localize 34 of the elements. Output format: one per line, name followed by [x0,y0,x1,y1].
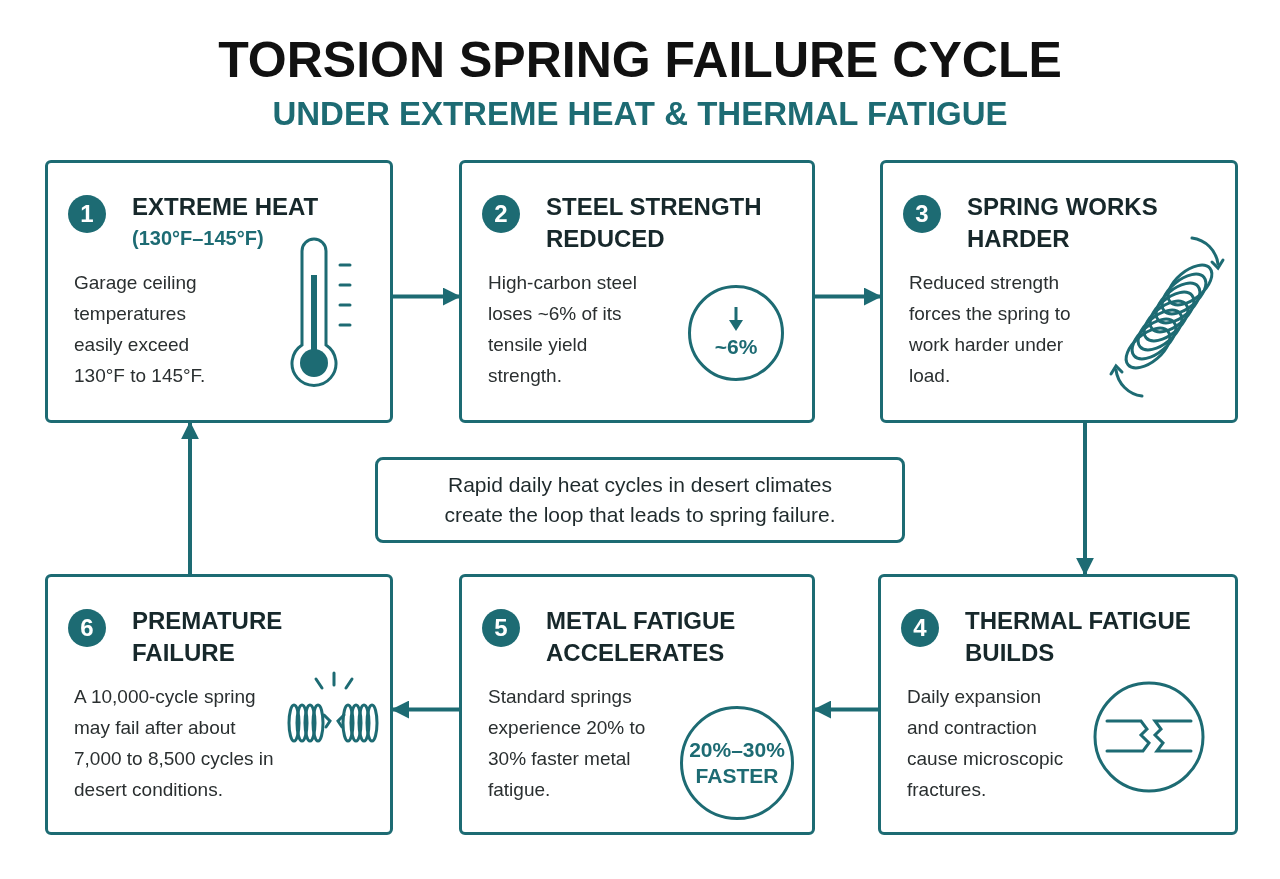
arrow [815,287,882,306]
step-card [878,574,1238,835]
step-number-badge: 4 [901,609,939,647]
arrow [391,700,459,719]
step-description: Reduced strength forces the spring to work harder under load. [909,271,1072,388]
subtitle: UNDER EXTREME HEAT & THERMAL FATIGUE [271,94,1009,134]
step-description: High-carbon steel loses ~6% of its tensile yield strength. [488,271,638,388]
arrow [813,700,878,719]
step-number-badge: 3 [903,195,941,233]
step-description: Daily expansion and contraction cause microscopic fractures. [907,685,1065,802]
step-heading: SPRING WORKS HARDER [967,192,1159,254]
step-heading: THERMAL FATIGUE BUILDS [965,606,1192,668]
arrow [393,287,461,306]
step-description: A 10,000-cycle spring may fail after about 7,000 to 8,500 cycles in desert conditions. [74,685,274,802]
arrow [181,421,199,574]
step-number-badge: 2 [482,195,520,233]
step-card [45,574,393,835]
step-card [45,160,393,423]
step-card [880,160,1238,423]
note-box: Rapid daily heat cycles in desert climates create the loop that leads to spring failure. [375,457,905,543]
step-card [459,574,815,835]
step-number-badge: 6 [68,609,106,647]
step-heading: PREMATURE FAILURE [132,606,284,668]
step-heading: METAL FATIGUE ACCELERATES [546,606,737,668]
arrow [1076,423,1094,576]
title: TORSION SPRING FAILURE CYCLE [217,31,1063,90]
step-heading: EXTREME HEAT [132,192,320,222]
step-description: Standard springs experience 20% to 30% faster metal fatigue. [488,685,647,802]
step-number-badge: 1 [68,195,106,233]
temperature-range: (130°F–145°F) [132,226,265,251]
step-number-badge: 5 [482,609,520,647]
step-heading: STEEL STRENGTH REDUCED [546,192,763,254]
step-card [459,160,815,423]
step-description: Garage ceiling temperatures easily exceed 130°F to 145°F. [74,271,207,388]
